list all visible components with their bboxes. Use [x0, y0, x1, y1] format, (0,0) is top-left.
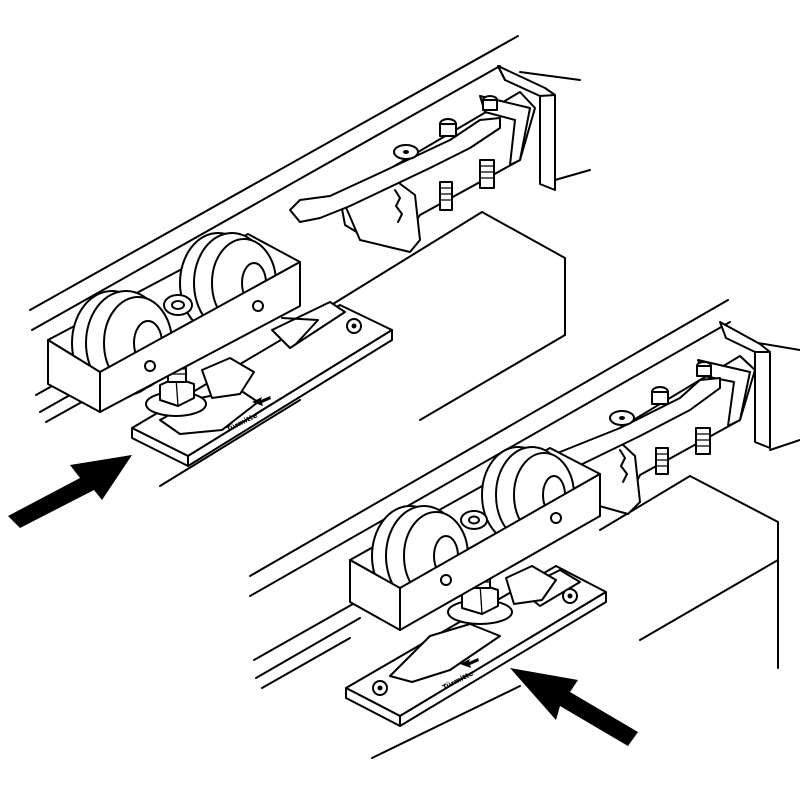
- top-carriage-bolt: [163, 294, 193, 316]
- bottom-carriage-bolt: [460, 510, 488, 530]
- bottom-track-rail: [249, 299, 800, 689]
- bottom-pointer-arrow-icon: [510, 668, 638, 746]
- top-adjust-screw-2: [479, 159, 495, 189]
- top-nut-washer: [145, 357, 255, 417]
- top-pointer-arrow-icon: [8, 455, 132, 528]
- bottom-adjust-screw-1: [655, 447, 669, 475]
- top-rail-end-cap: [497, 65, 556, 191]
- top-direction-arrow-icon: [252, 396, 271, 406]
- bottom-wheel-carriage: [349, 446, 601, 631]
- top-adjust-screw-1: [439, 181, 453, 211]
- bottom-door-panel: [371, 475, 779, 759]
- bottom-direction-arrow-icon: [460, 658, 479, 668]
- top-door-panel: [159, 211, 566, 487]
- bottom-assembly: Türmitte: [249, 299, 800, 759]
- bottom-adjust-screw-2: [695, 427, 711, 455]
- top-mounting-plate: Türmitte: [131, 301, 393, 467]
- bottom-set-screw: [651, 361, 712, 405]
- top-wheel-carriage: [47, 232, 301, 413]
- top-clip-bracket: [289, 91, 536, 253]
- top-assembly: Türmitte: [8, 35, 591, 528]
- bottom-rail-end-cap: [719, 321, 771, 449]
- top-set-screw: [439, 95, 498, 137]
